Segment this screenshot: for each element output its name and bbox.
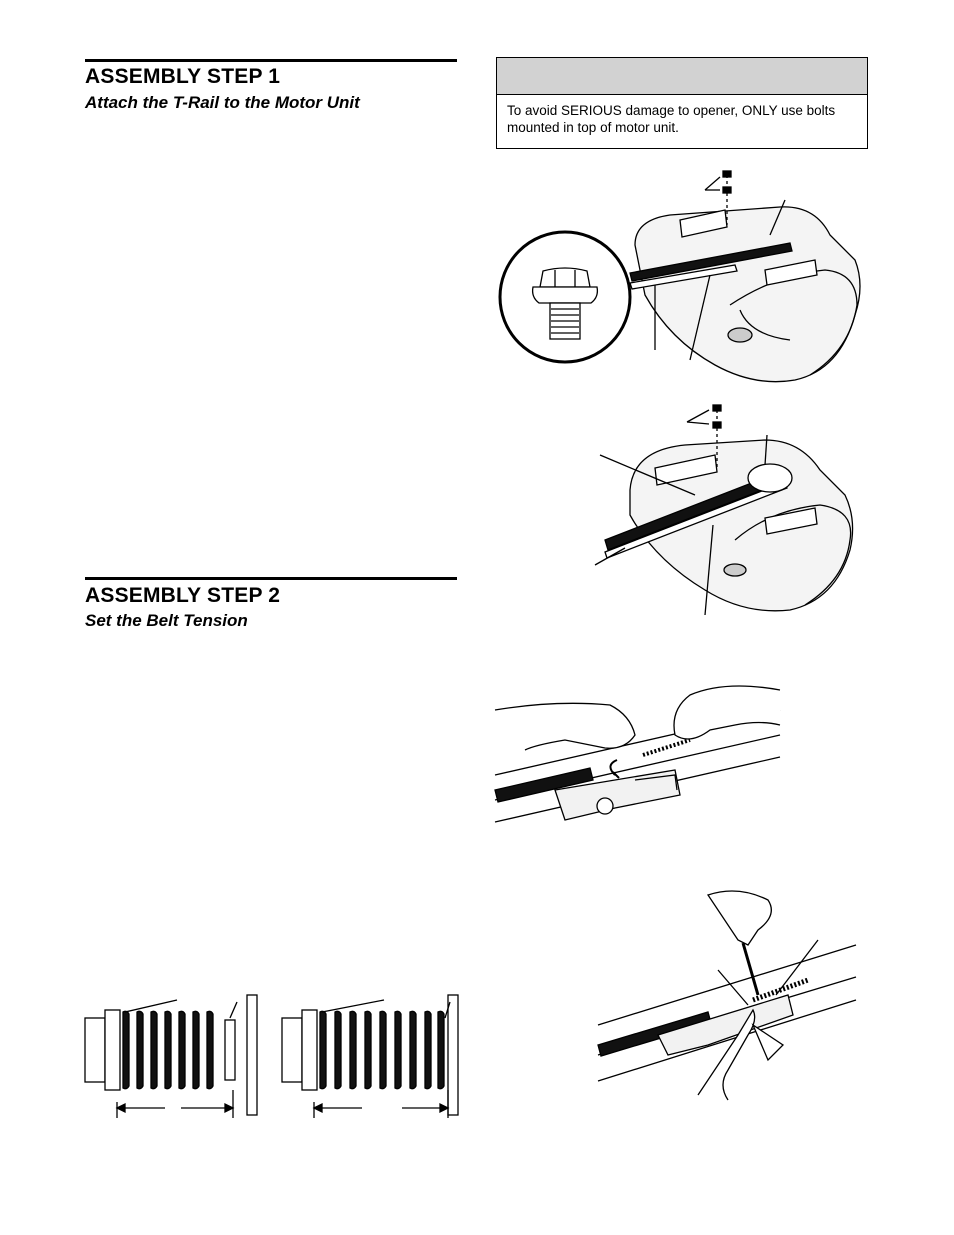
spring-gap-diagram-b [281,994,459,1118]
step1-rule [85,59,457,62]
step2-title: ASSEMBLY STEP 2 [85,584,281,607]
step1-subtitle: Attach the T-Rail to the Motor Unit [85,93,360,112]
screwdriver-and-pliers-tension-illustration [597,890,857,1101]
spring-gap-diagram-a [84,994,258,1118]
step2-subtitle: Set the Belt Tension [85,611,248,630]
caution-text: To avoid SERIOUS damage to opener, ONLY … [507,103,836,135]
bolt-and-motor-unit-illustration [498,170,861,383]
step2-rule [85,577,457,580]
caution-header-bar [497,58,867,95]
rail-attached-to-motor-unit-illustration [594,404,854,616]
step1-title: ASSEMBLY STEP 1 [85,65,281,88]
caution-box: To avoid SERIOUS damage to opener, ONLY … [496,57,868,149]
hands-tightening-trolley-illustration [494,685,781,823]
